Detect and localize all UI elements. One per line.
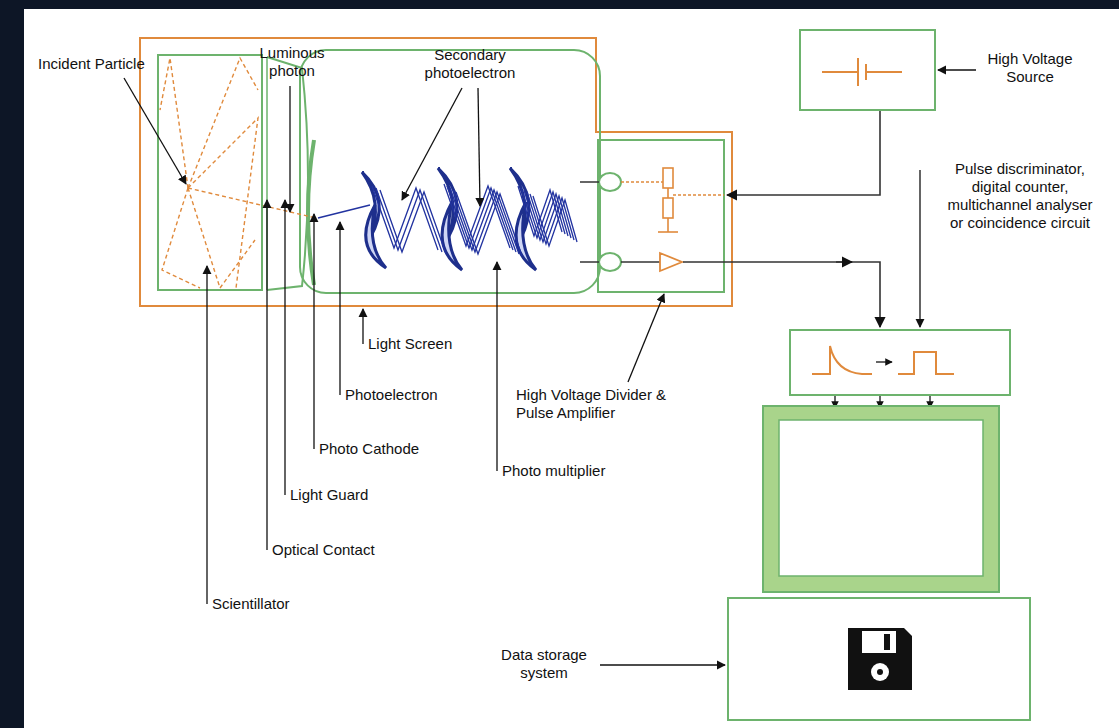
part-label: Secondary photoelectron — [412, 46, 528, 82]
analog-pulse — [812, 346, 872, 374]
divider-amplifier-box — [598, 140, 724, 292]
part-label: Data storage system — [492, 646, 596, 682]
signal-direction — [836, 261, 852, 263]
part-label: Photo multiplier — [502, 462, 605, 480]
electron-cascade — [318, 184, 577, 256]
monitor-frame — [763, 406, 999, 592]
part-label: Luminous photon — [250, 44, 334, 80]
signal-wire — [683, 262, 880, 327]
floppy-disk-icon — [848, 628, 912, 690]
part-label: Light Screen — [368, 335, 452, 353]
tube-pin — [599, 173, 621, 191]
part-label: Scientillator — [212, 595, 290, 613]
leader-line — [124, 70, 976, 665]
light-screen-housing — [140, 38, 732, 306]
discriminator-box — [790, 330, 1010, 395]
part-label: Photoelectron — [345, 386, 438, 404]
part-label: Photo Cathode — [319, 440, 419, 458]
part-label: Optical Contact — [272, 541, 375, 559]
photomultiplier-tube — [300, 50, 600, 293]
digital-pulse — [898, 352, 954, 374]
part-label: Incident Particle — [38, 55, 145, 73]
wire — [580, 261, 599, 263]
resistor-symbol — [621, 168, 724, 232]
storage-box — [728, 598, 1030, 720]
photo-cathode — [308, 140, 314, 285]
optical-contact — [261, 55, 263, 290]
light-ray — [160, 58, 316, 288]
part-label: High Voltage Source — [980, 50, 1080, 86]
conversion-arrow — [876, 361, 892, 363]
high-voltage-box — [800, 30, 935, 110]
amplifier-symbol — [660, 253, 682, 271]
wire — [621, 261, 660, 263]
dynode — [362, 168, 536, 270]
part-label: Pulse discriminator, digital counter, mu… — [945, 160, 1095, 232]
light-guard — [267, 57, 308, 290]
tube-pin — [599, 253, 621, 271]
part-label: High Voltage Divider & Pulse Amplifier — [516, 386, 668, 422]
monitor-screen — [779, 420, 983, 576]
scintillator-crystal — [158, 55, 262, 290]
part-label: Light Guard — [290, 486, 368, 504]
wire — [580, 181, 599, 183]
high-voltage-wire — [727, 111, 880, 195]
battery-symbol — [822, 58, 902, 86]
